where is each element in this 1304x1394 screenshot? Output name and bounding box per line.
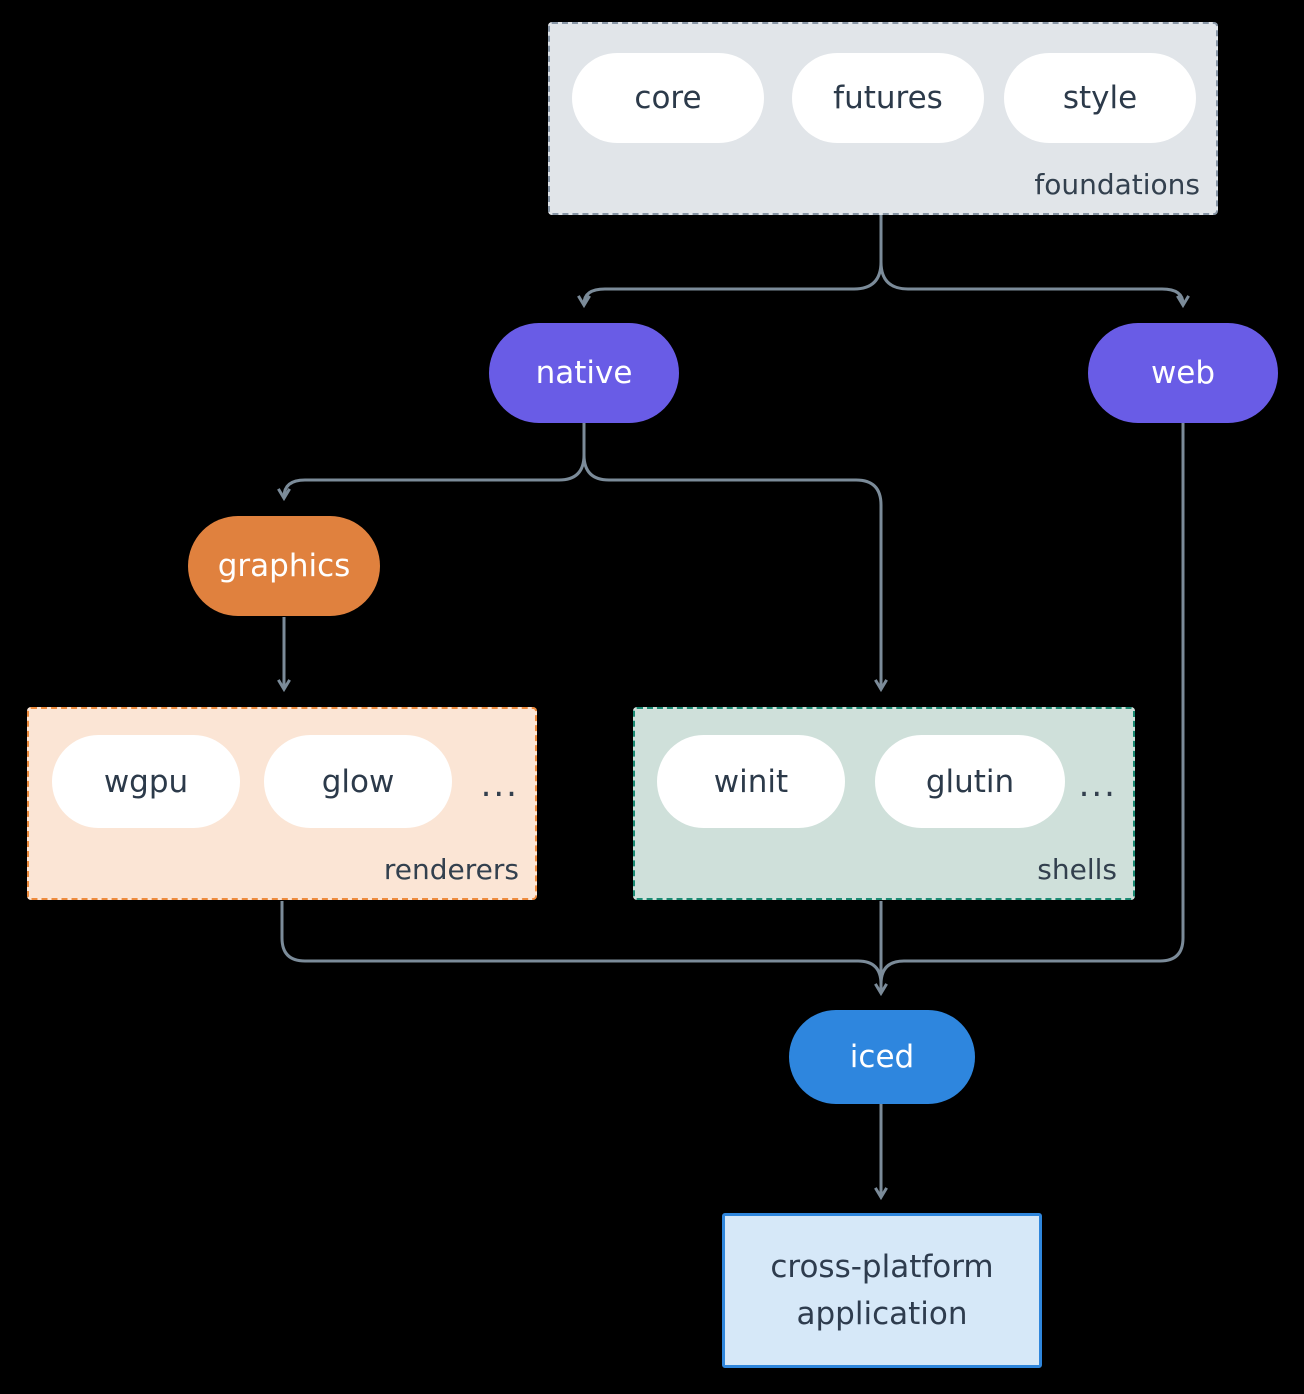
application-label-line2: application [796,1295,968,1332]
node-wgpu: wgpu [52,735,240,828]
edge-web-iced [879,423,1185,985]
renderers-ellipsis: ... [480,765,519,805]
node-cross-platform-application: cross-platform application [722,1213,1042,1368]
group-renderers-label: renderers [383,853,519,886]
application-label-line1: cross-platform [770,1249,994,1285]
node-core-label: core [634,80,702,116]
node-graphics-label: graphics [217,548,351,584]
group-foundations-label: foundations [1034,168,1200,201]
group-shells-label: shells [1037,853,1117,886]
node-glow-label: glow [321,763,395,800]
node-iced-label: iced [849,1039,915,1075]
node-native-label: native [535,355,633,391]
node-futures-label: futures [833,80,943,116]
edge-native-graphics [277,423,586,502]
node-graphics: graphics [188,516,380,616]
node-glutin-label: glutin [925,763,1015,800]
node-wgpu-label: wgpu [103,763,189,800]
edge-renderers-iced [280,901,883,985]
node-winit-label: winit [713,763,789,800]
group-shells: winit glutin ... shells [633,707,1135,900]
node-winit: winit [657,735,845,828]
node-style: style [1004,53,1196,143]
node-core: core [572,53,764,143]
node-iced: iced [789,1010,975,1104]
node-style-label: style [1062,80,1138,116]
node-glow: glow [264,735,452,828]
edge-native-shells [582,423,888,693]
group-foundations: core futures style foundations [548,22,1218,215]
edge-foundations-web [879,215,1190,309]
group-renderers: wgpu glow ... renderers [27,707,537,900]
node-native: native [489,323,679,423]
node-futures: futures [792,53,984,143]
node-web-label: web [1150,355,1216,391]
node-glutin: glutin [875,735,1065,828]
node-web: web [1088,323,1278,423]
edge-foundations-native [577,215,883,309]
shells-ellipsis: ... [1078,765,1117,805]
